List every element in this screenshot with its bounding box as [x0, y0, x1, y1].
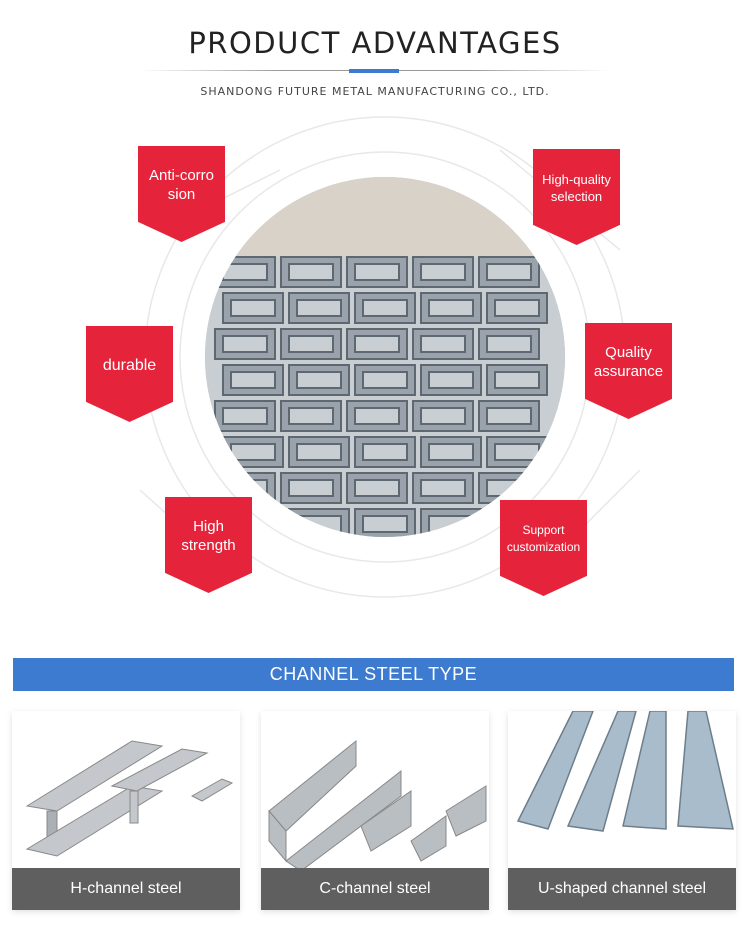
channel-profile — [354, 364, 416, 396]
channel-profile — [346, 400, 408, 432]
advantage-tag-durable: durable — [86, 326, 173, 422]
page-title: PRODUCT ADVANTAGES — [188, 26, 562, 60]
channel-profile — [486, 364, 548, 396]
company-name: SHANDONG FUTURE METAL MANUFACTURING CO.,… — [200, 85, 550, 98]
channel-profile — [354, 292, 416, 324]
channel-profile — [412, 328, 474, 360]
channel-profile — [420, 292, 482, 324]
channel-profile — [420, 364, 482, 396]
channel-profile — [420, 436, 482, 468]
type-label: C-channel steel — [261, 868, 489, 910]
channel-profile — [478, 328, 540, 360]
channel-profile — [288, 436, 350, 468]
advantage-tag-anti-corrosion: Anti-corro sion — [138, 146, 225, 242]
channel-profile — [354, 508, 416, 537]
channel-profile — [346, 256, 408, 288]
advantage-tag-high-strength: High strength — [165, 497, 252, 593]
channel-profile — [346, 328, 408, 360]
product-photo — [205, 177, 565, 537]
type-label: U-shaped channel steel — [508, 868, 736, 910]
channel-profile — [412, 256, 474, 288]
advantage-tag-quality-assurance: Quality assurance — [585, 323, 672, 419]
channel-profile — [222, 364, 284, 396]
channel-profile — [214, 328, 276, 360]
h-beam-image — [25, 740, 234, 857]
channel-profile — [288, 292, 350, 324]
channel-profile — [222, 292, 284, 324]
u-channel-image — [516, 711, 734, 832]
channel-profile — [412, 472, 474, 504]
channel-profile — [288, 364, 350, 396]
accent-bar — [349, 69, 399, 73]
type-card-h-channel[interactable]: H-channel steel — [12, 711, 240, 910]
type-label: H-channel steel — [12, 868, 240, 910]
advantage-tag-high-quality: High-quality selection — [533, 149, 620, 245]
channel-profile — [412, 400, 474, 432]
channel-profile — [280, 400, 342, 432]
channel-profile — [346, 472, 408, 504]
channel-profile — [280, 328, 342, 360]
channel-profile — [486, 292, 548, 324]
channel-profile — [354, 436, 416, 468]
channel-profile — [280, 472, 342, 504]
channel-profile — [478, 400, 540, 432]
section-banner: CHANNEL STEEL TYPE — [13, 658, 734, 691]
channel-profile — [478, 256, 540, 288]
channel-profile — [280, 256, 342, 288]
c-channel-image — [268, 739, 487, 868]
advantage-tag-customization: Support customization — [500, 500, 587, 596]
type-card-c-channel[interactable]: C-channel steel — [261, 711, 489, 910]
type-card-u-channel[interactable]: U-shaped channel steel — [508, 711, 736, 910]
